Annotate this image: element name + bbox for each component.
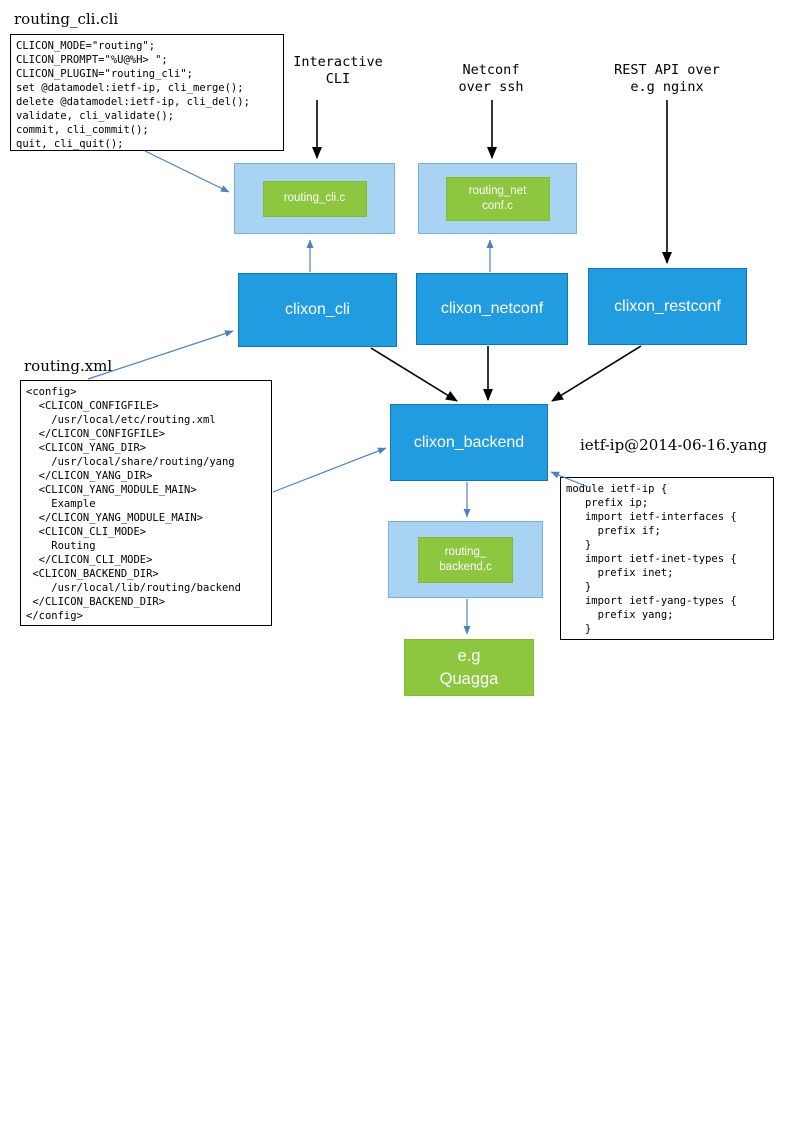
code-box-yang-module: module ietf-ip { prefix ip; import ietf-… — [560, 477, 774, 640]
node-quagga: e.g Quagga — [404, 639, 534, 696]
panel-routing-netconf-plugin: routing_net conf.c — [418, 163, 577, 234]
label-interactive-cli: Interactive CLI — [293, 54, 383, 87]
arrow-xml-to-backend — [272, 447, 387, 493]
node-clixon-restconf: clixon_restconf — [588, 268, 747, 345]
panel-routing-backend-plugin: routing_ backend.c — [388, 521, 543, 598]
arrow-clixon-restconf-to-backend — [551, 345, 642, 402]
node-clixon-backend: clixon_backend — [390, 404, 548, 481]
arrow-cli-file-to-routing-cli-c — [144, 150, 230, 193]
node-routing-cli-c: routing_cli.c — [262, 180, 367, 217]
label-rest-api-over-nginx: REST API over e.g nginx — [614, 62, 720, 95]
panel-routing-cli-plugin: routing_cli.c — [234, 163, 395, 234]
node-routing-backend-c: routing_ backend.c — [418, 536, 513, 583]
label-routing-xml-file: routing.xml — [24, 357, 113, 375]
code-box-cli-config: CLICON_MODE="routing"; CLICON_PROMPT="%U… — [10, 34, 284, 151]
node-clixon-cli: clixon_cli — [238, 273, 397, 347]
label-routing-cli-file: routing_cli.cli — [14, 10, 119, 28]
label-ietf-ip-yang-file: ietf-ip@2014-06-16.yang — [580, 436, 768, 454]
arrow-clixon-cli-to-backend — [370, 347, 458, 402]
node-clixon-netconf: clixon_netconf — [416, 273, 568, 345]
node-routing-netconf-c: routing_net conf.c — [445, 176, 550, 221]
code-box-xml-config: <config> <CLICON_CONFIGFILE> /usr/local/… — [20, 380, 272, 626]
label-netconf-over-ssh: Netconf over ssh — [458, 62, 524, 95]
